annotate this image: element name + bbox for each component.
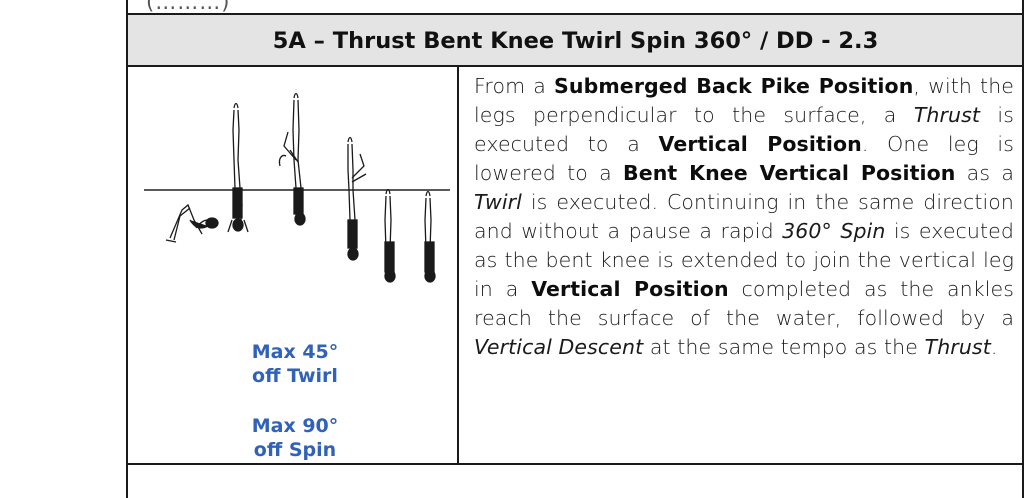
spin-note-line1: Max 90° — [251, 415, 339, 437]
table-border-left — [126, 0, 128, 498]
term-bold: Submerged Back Pike Position — [554, 74, 914, 98]
description-text: is executed. Continuing in the same dire… — [474, 190, 1014, 243]
figure-description: From a Submerged Back Pike Position, wit… — [474, 72, 1014, 362]
term-bold: Vertical Position — [531, 277, 729, 301]
spin-note-line2: off Spin — [253, 439, 337, 461]
swimmer-spin-figure — [347, 136, 367, 261]
table-rule-1 — [126, 13, 1024, 15]
header-band — [128, 15, 1023, 66]
term-italic: Twirl — [474, 190, 522, 214]
figure-title: 5A – Thrust Bent Knee Twirl Spin 360° / … — [272, 27, 879, 54]
swimmer-sequence-icon — [144, 92, 450, 283]
swimmer-descent-figure-2 — [424, 190, 436, 283]
term-bold: Vertical Position — [658, 132, 862, 156]
description-text: at the same tempo as the — [643, 335, 925, 359]
spin-deviation-note: Max 90° off Spin — [200, 414, 390, 462]
figure-illustration — [130, 70, 456, 462]
table-rule-2 — [126, 65, 1024, 67]
term-bold: Bent Knee Vertical Position — [622, 161, 956, 185]
table-border-right — [1022, 0, 1024, 498]
swimmer-pike-figure — [165, 203, 219, 243]
description-text: is executed to a — [474, 103, 1014, 156]
description-text: From a — [474, 74, 555, 98]
table-rule-3 — [126, 463, 1024, 465]
description-text: . One leg is lowered to a — [474, 132, 1014, 185]
description-text: is executed as the bent knee is extended… — [474, 219, 1014, 301]
term-italic: Thrust — [913, 103, 981, 127]
term-italic: 360° Spin — [782, 219, 886, 243]
description-text: as a — [955, 161, 1014, 185]
swimmer-vertical-figure-1 — [227, 102, 249, 233]
cell-divider — [457, 66, 459, 464]
previous-row-fragment: (………) — [146, 0, 231, 14]
twirl-deviation-note: Max 45° off Twirl — [200, 340, 390, 388]
twirl-note-line2: off Twirl — [252, 365, 338, 387]
swimmer-bent-knee-figure — [278, 92, 306, 226]
description-text: . — [990, 335, 998, 359]
swimmer-descent-figure-1 — [384, 188, 396, 283]
description-text: , with the legs perpendicular to the sur… — [474, 74, 1014, 127]
twirl-note-line1: Max 45° — [251, 341, 339, 363]
term-italic: Vertical Descent — [474, 335, 644, 359]
term-italic: Thrust — [924, 335, 991, 359]
description-text: completed as the ankles reach the surfac… — [474, 277, 1014, 330]
